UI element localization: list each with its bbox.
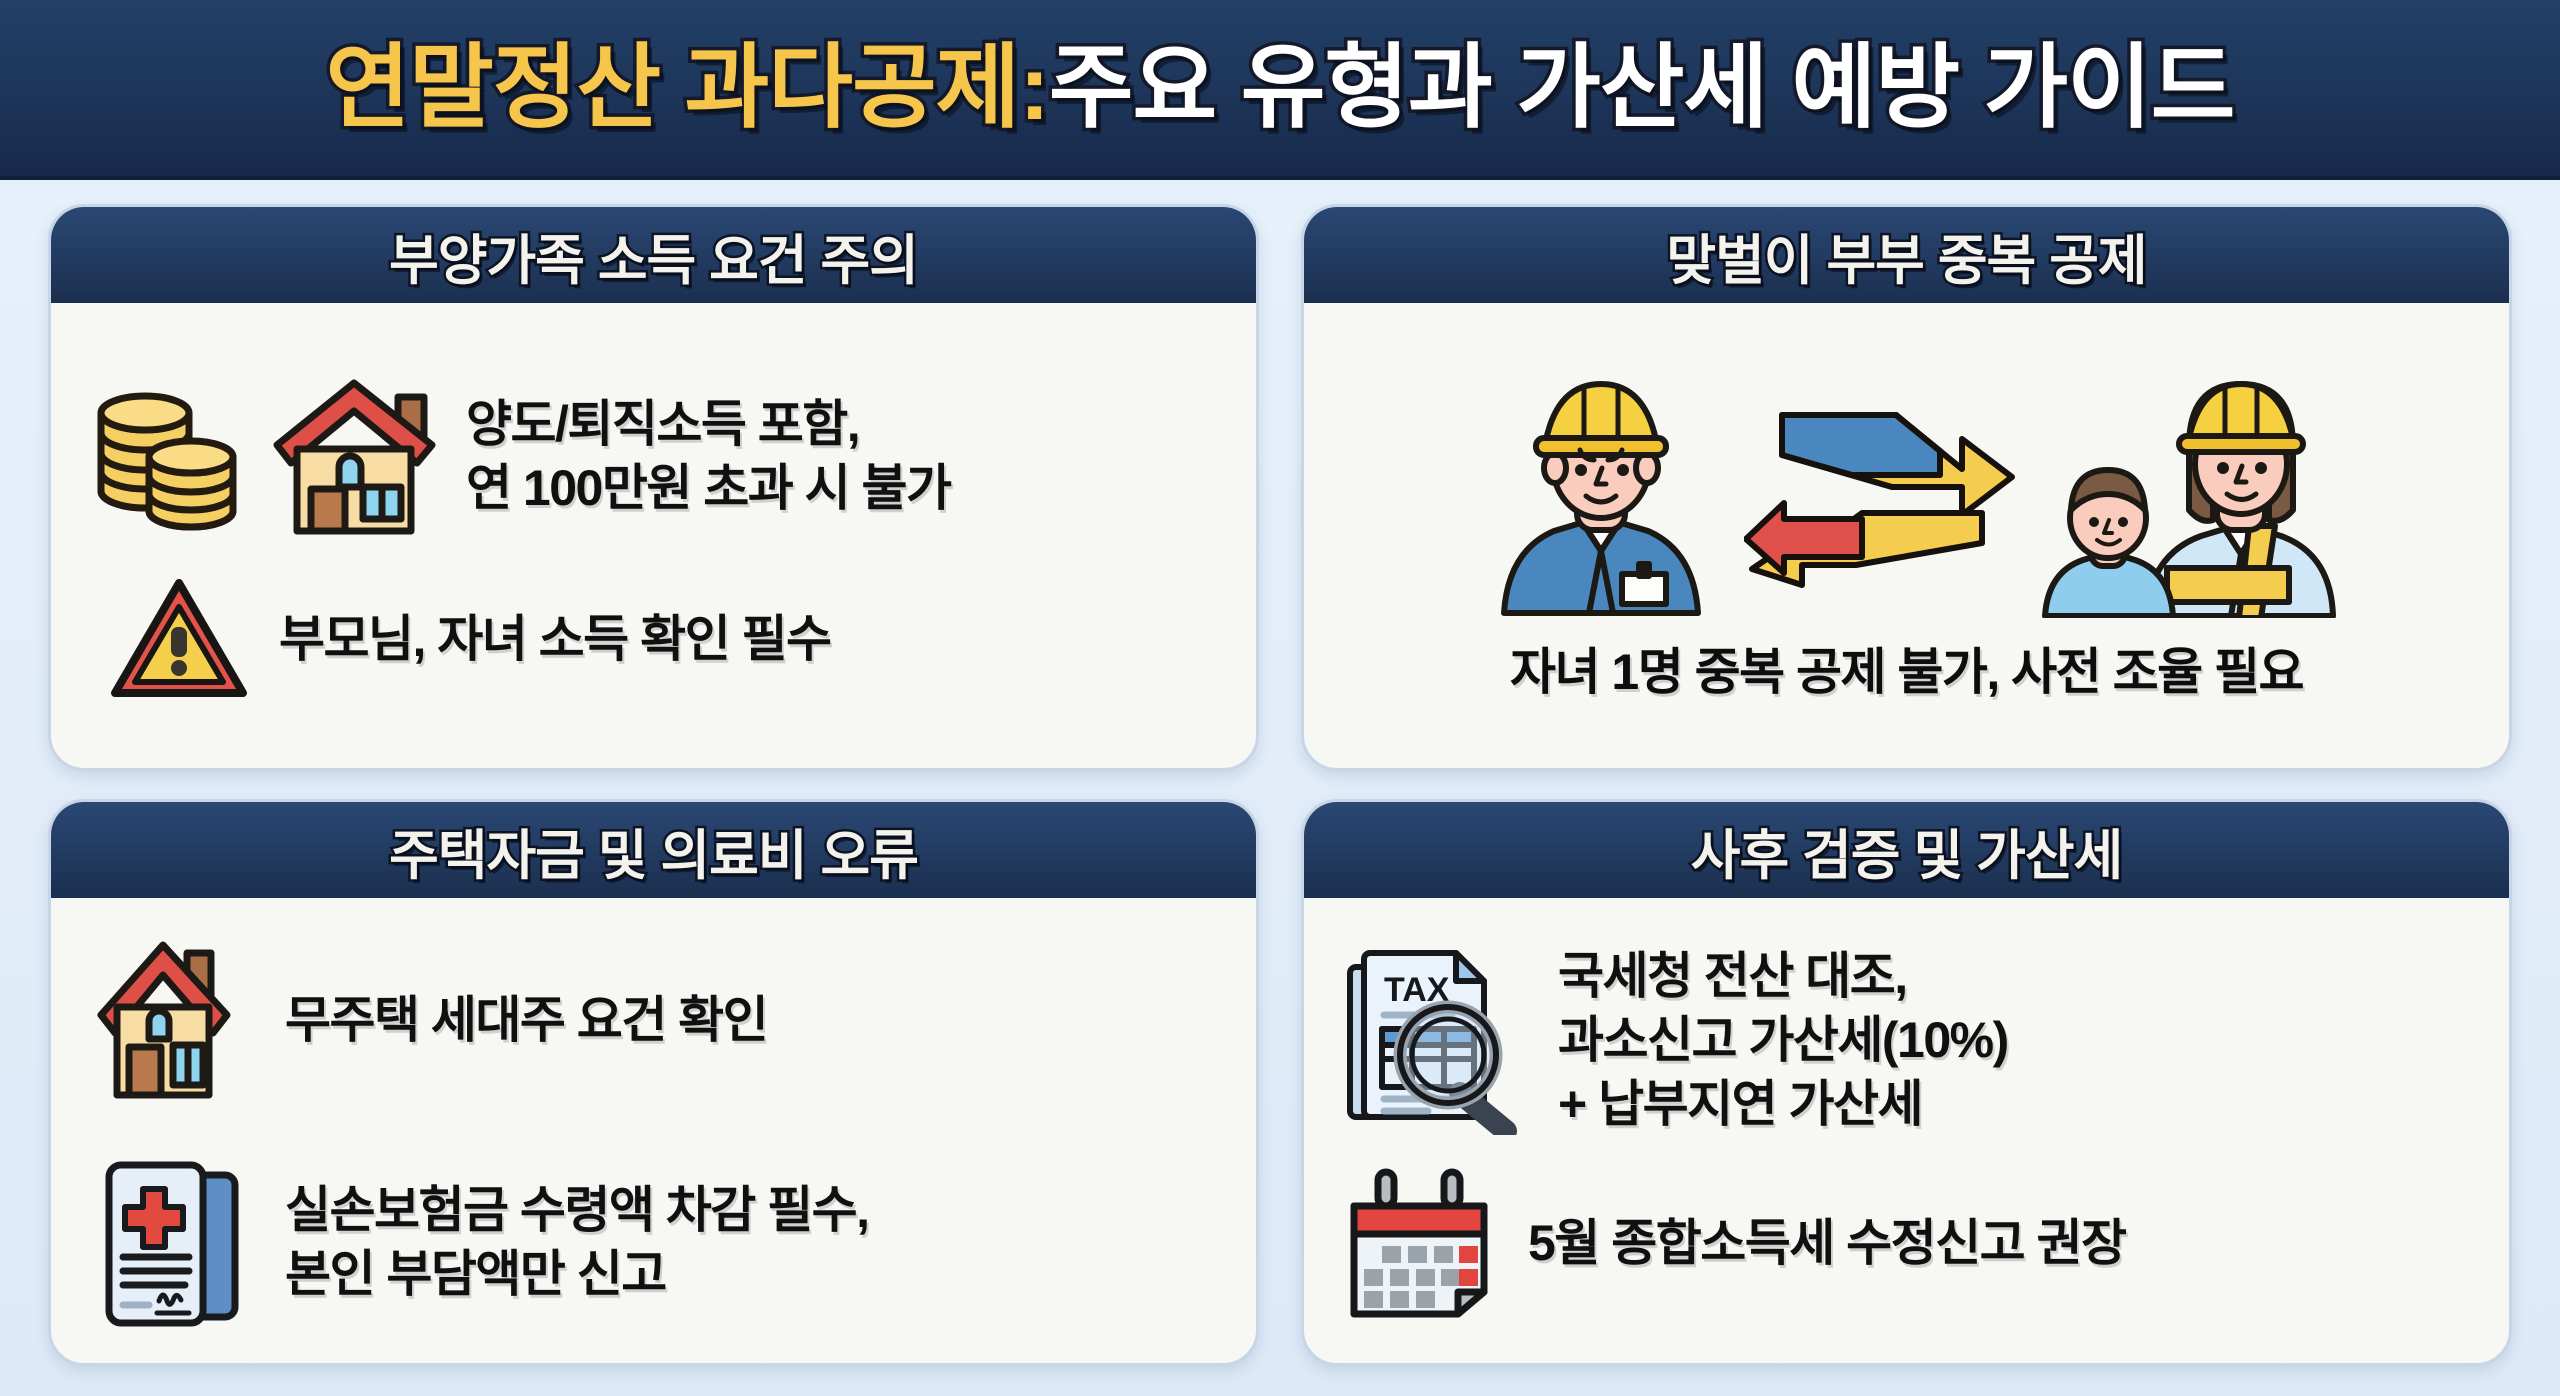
crossing-arrows-icon — [1744, 395, 2019, 590]
card-grid: 부양가족 소득 요건 주의 — [0, 180, 2560, 1396]
card-4-row-2: 5월 종합소득세 수정신고 권장 — [1340, 1168, 2475, 1318]
card-1-title: 부양가족 소득 요건 주의 — [387, 228, 922, 293]
card-3-body: 무주택 세대주 요건 확인 — [51, 898, 1256, 1363]
card-2-title: 맞벌이 부부 중복 공제 — [1664, 228, 2150, 293]
medical-bill-icon — [91, 1153, 251, 1331]
card-4-row-1-text: 국세청 전산 대조, 과소신고 가산세(10%) + 납부지연 가산세 — [1558, 947, 2009, 1132]
card-dependent-income-requirement: 부양가족 소득 요건 주의 — [48, 204, 1259, 771]
house-icon — [91, 935, 251, 1105]
page-header: 연말정산 과다공제:주요 유형과 가산세 예방 가이드 — [0, 0, 2560, 180]
card-3-header: 주택자금 및 의료비 오류 — [51, 802, 1256, 898]
page-title: 연말정산 과다공제:주요 유형과 가산세 예방 가이드 — [322, 39, 2239, 138]
card-1-row-2-text: 부모님, 자녀 소득 확인 필수 — [279, 610, 832, 667]
card-4-row-1: TAX — [1340, 944, 2475, 1136]
card-4-title: 사후 검증 및 가산세 — [1688, 823, 2125, 888]
card-3-row-1: 무주택 세대주 요건 확인 — [91, 935, 1222, 1105]
card-4-row-2-text: 5월 종합소득세 수정신고 권장 — [1528, 1214, 2127, 1271]
card-3-title: 주택자금 및 의료비 오류 — [387, 823, 922, 888]
warning-triangle-icon — [109, 575, 249, 703]
card-2-figure-strip — [1338, 368, 2475, 618]
card-2-caption: 자녀 1명 중복 공제 불가, 사전 조율 필요 — [1510, 643, 2304, 700]
calendar-icon — [1340, 1168, 1500, 1318]
tax-document-magnifier-icon: TAX — [1340, 945, 1530, 1135]
card-3-row-1-text: 무주택 세대주 요건 확인 — [285, 991, 769, 1048]
card-2-body: 자녀 1명 중복 공제 불가, 사전 조율 필요 — [1304, 303, 2509, 768]
card-post-verification-penalty: 사후 검증 및 가산세 TAX — [1301, 799, 2512, 1366]
page-title-rest: 주요 유형과 가산세 예방 가이드 — [1045, 37, 2239, 139]
card-3-row-2-text: 실손보험금 수령액 차감 필수, 본인 부담액만 신고 — [285, 1181, 870, 1302]
coin-stack-icon — [93, 371, 243, 541]
house-icon — [267, 371, 442, 541]
card-1-row-1: 양도/퇴직소득 포함, 연 100만원 초과 시 불가 — [85, 371, 1222, 541]
card-dual-income-duplicate-deduction: 맞벌이 부부 중복 공제 — [1301, 204, 2512, 771]
card-1-header: 부양가족 소득 요건 주의 — [51, 207, 1256, 303]
page-title-highlight: 연말정산 과다공제: — [322, 37, 1053, 139]
male-worker-icon — [1476, 368, 1726, 618]
card-1-row-1-text: 양도/퇴직소득 포함, 연 100만원 초과 시 불가 — [466, 395, 952, 516]
card-1-body: 양도/퇴직소득 포함, 연 100만원 초과 시 불가 부모님, 자녀 소득 확… — [51, 303, 1256, 768]
card-4-header: 사후 검증 및 가산세 — [1304, 802, 2509, 898]
card-1-row-2: 부모님, 자녀 소득 확인 필수 — [85, 575, 1222, 703]
card-4-body: TAX — [1304, 898, 2509, 1363]
female-worker-with-child-icon — [2037, 368, 2337, 618]
card-housing-medical-errors: 주택자금 및 의료비 오류 — [48, 799, 1259, 1366]
card-3-row-2: 실손보험금 수령액 차감 필수, 본인 부담액만 신고 — [91, 1153, 1222, 1331]
card-2-header: 맞벌이 부부 중복 공제 — [1304, 207, 2509, 303]
